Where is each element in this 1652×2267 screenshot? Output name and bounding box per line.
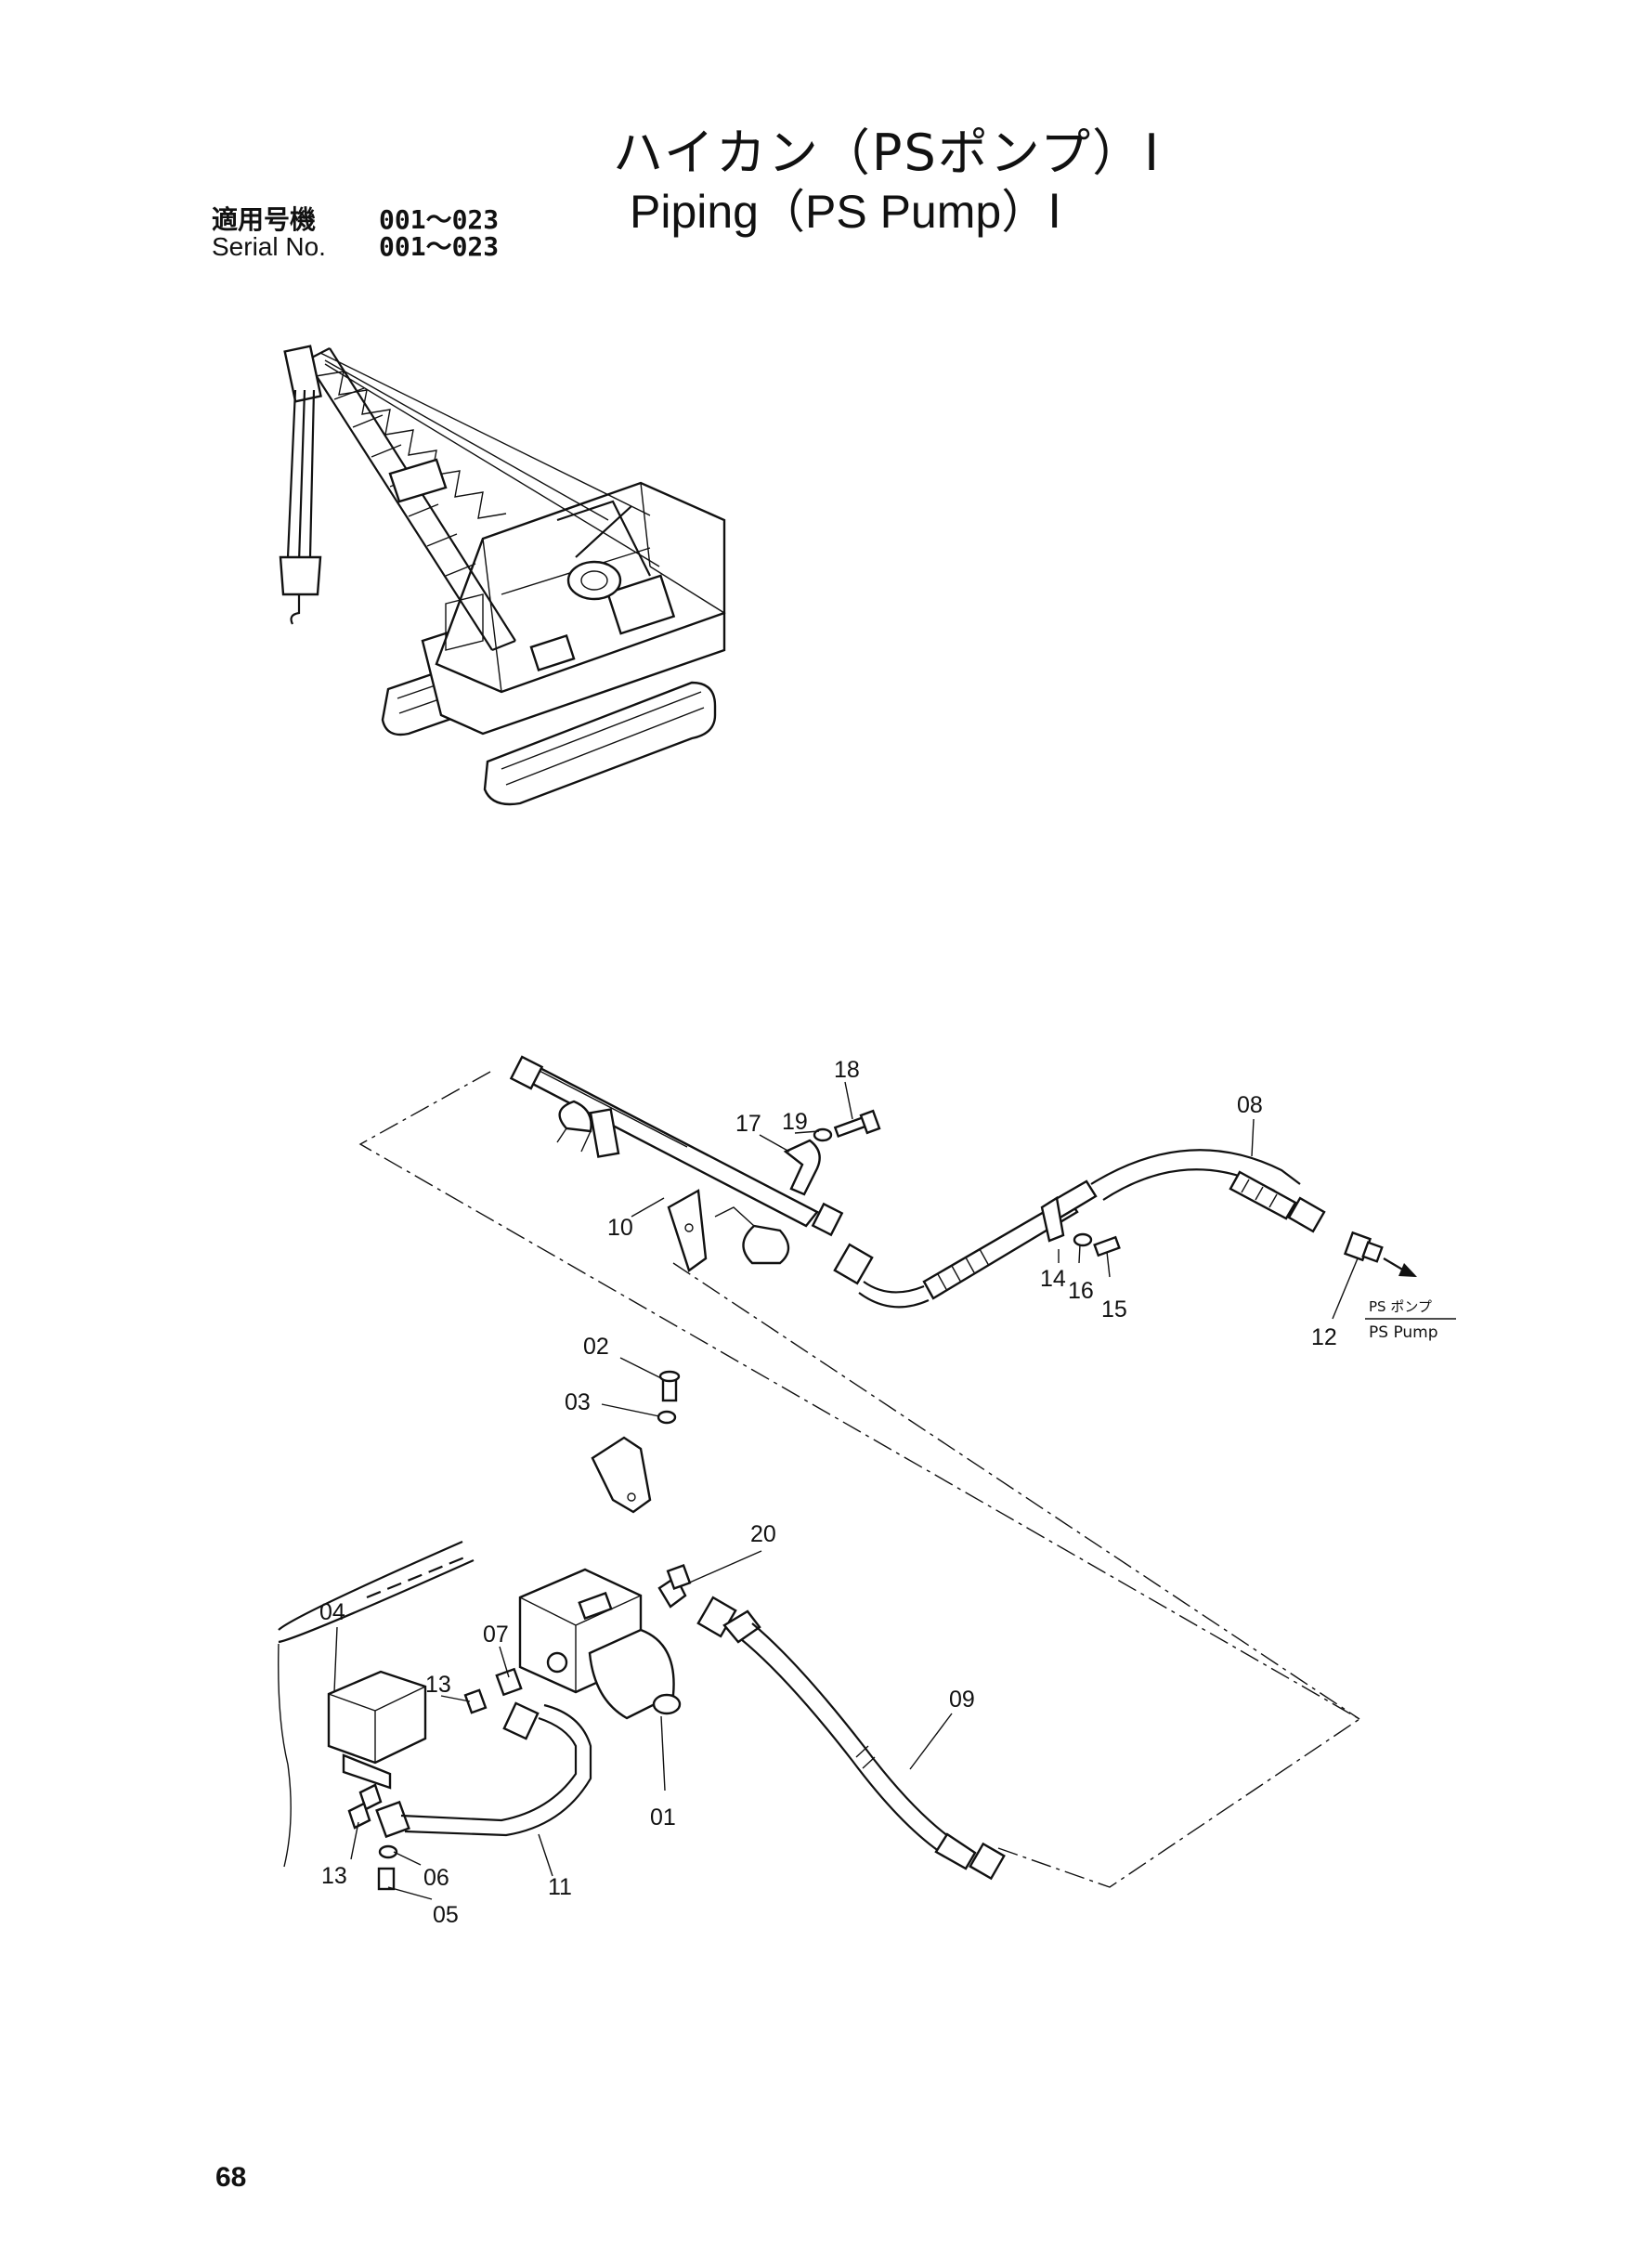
hose-fitting-elbow bbox=[811, 1202, 930, 1309]
hose-09 bbox=[696, 1596, 1006, 1881]
washer-16 bbox=[1073, 1232, 1093, 1247]
callout-20: 20 bbox=[750, 1521, 776, 1547]
callout-16: 16 bbox=[1068, 1278, 1094, 1304]
serial-value-japanese: 001～023 bbox=[379, 204, 500, 235]
frame-member bbox=[278, 1540, 475, 1868]
page-title-english: Piping（PS Pump）Ⅰ bbox=[630, 186, 1061, 238]
serial-row-japanese: 適用号機 001～023 bbox=[212, 200, 499, 237]
page-title-japanese: ハイカン（PSポンプ）Ⅰ bbox=[613, 124, 1162, 182]
bolt-18 bbox=[833, 1109, 881, 1139]
crawler-track-front bbox=[483, 681, 717, 806]
destination-note: PS ポンプ PS Pump bbox=[1365, 1298, 1456, 1342]
bolt-02 bbox=[658, 1370, 681, 1402]
callout-07: 07 bbox=[483, 1622, 509, 1648]
serial-label-english: Serial No. bbox=[212, 232, 326, 261]
assembly-boundary-lines bbox=[358, 1071, 1360, 1888]
bolt-05 bbox=[377, 1867, 396, 1891]
callout-11: 11 bbox=[548, 1874, 572, 1900]
washer-19 bbox=[813, 1127, 833, 1142]
leader-lines bbox=[333, 1081, 1359, 1900]
callout-03: 03 bbox=[565, 1389, 591, 1415]
callout-09: 09 bbox=[949, 1687, 975, 1713]
clamp-14 bbox=[1040, 1196, 1065, 1243]
bolt-15 bbox=[1093, 1235, 1121, 1257]
callout-18: 18 bbox=[834, 1057, 860, 1083]
callout-05: 05 bbox=[433, 1902, 459, 1928]
crane-overview-illustration bbox=[279, 345, 726, 806]
lattice-boom bbox=[306, 347, 516, 652]
callout-13-lower: 13 bbox=[321, 1863, 347, 1889]
callout-17: 17 bbox=[735, 1111, 761, 1137]
adapter-12 bbox=[1343, 1231, 1417, 1277]
callout-12: 12 bbox=[1311, 1324, 1337, 1350]
pipe-clamp-10-front bbox=[714, 1206, 790, 1265]
pipe-clamp-10-rear bbox=[556, 1100, 620, 1158]
callout-labels: 18 19 17 10 08 14 16 15 12 02 03 20 04 0… bbox=[319, 1057, 1337, 1928]
fitting-07 bbox=[495, 1667, 523, 1697]
fitting-13-lower bbox=[347, 1783, 383, 1830]
callout-19: 19 bbox=[782, 1109, 808, 1135]
reservoir-04 bbox=[327, 1670, 427, 1790]
callout-10: 10 bbox=[607, 1215, 633, 1241]
callout-01: 01 bbox=[650, 1804, 676, 1831]
clamp-17 bbox=[783, 1139, 821, 1196]
unit-01 bbox=[518, 1568, 682, 1720]
callout-08: 08 bbox=[1237, 1092, 1263, 1118]
callout-04: 04 bbox=[319, 1599, 345, 1625]
washer-03 bbox=[657, 1410, 677, 1425]
callout-02: 02 bbox=[583, 1334, 609, 1360]
destination-label-japanese: PS ポンプ bbox=[1369, 1298, 1432, 1315]
callout-14: 14 bbox=[1040, 1266, 1066, 1292]
callout-13-upper: 13 bbox=[425, 1672, 451, 1698]
callout-15: 15 bbox=[1101, 1296, 1127, 1322]
hose-08 bbox=[922, 1149, 1326, 1300]
callout-06: 06 bbox=[423, 1865, 449, 1891]
crane-upper-body bbox=[421, 481, 726, 736]
elbow-20 bbox=[657, 1563, 692, 1609]
fitting-13-upper bbox=[463, 1688, 488, 1714]
pipe-11 bbox=[375, 1701, 592, 1839]
serial-label-japanese: 適用号機 bbox=[212, 204, 317, 235]
serial-value-english: 001～023 bbox=[379, 231, 500, 262]
destination-label-english: PS Pump bbox=[1369, 1323, 1438, 1342]
washer-06 bbox=[378, 1844, 398, 1859]
bracket-upper bbox=[591, 1436, 652, 1514]
pipe-10 bbox=[509, 1055, 819, 1228]
serial-row-english: Serial No. 001～023 bbox=[212, 227, 499, 264]
page-number: 68 bbox=[215, 2162, 247, 2193]
support-bracket bbox=[667, 1189, 708, 1272]
boom-tip-and-hook bbox=[279, 345, 660, 625]
gantry-a-frame bbox=[556, 500, 651, 577]
